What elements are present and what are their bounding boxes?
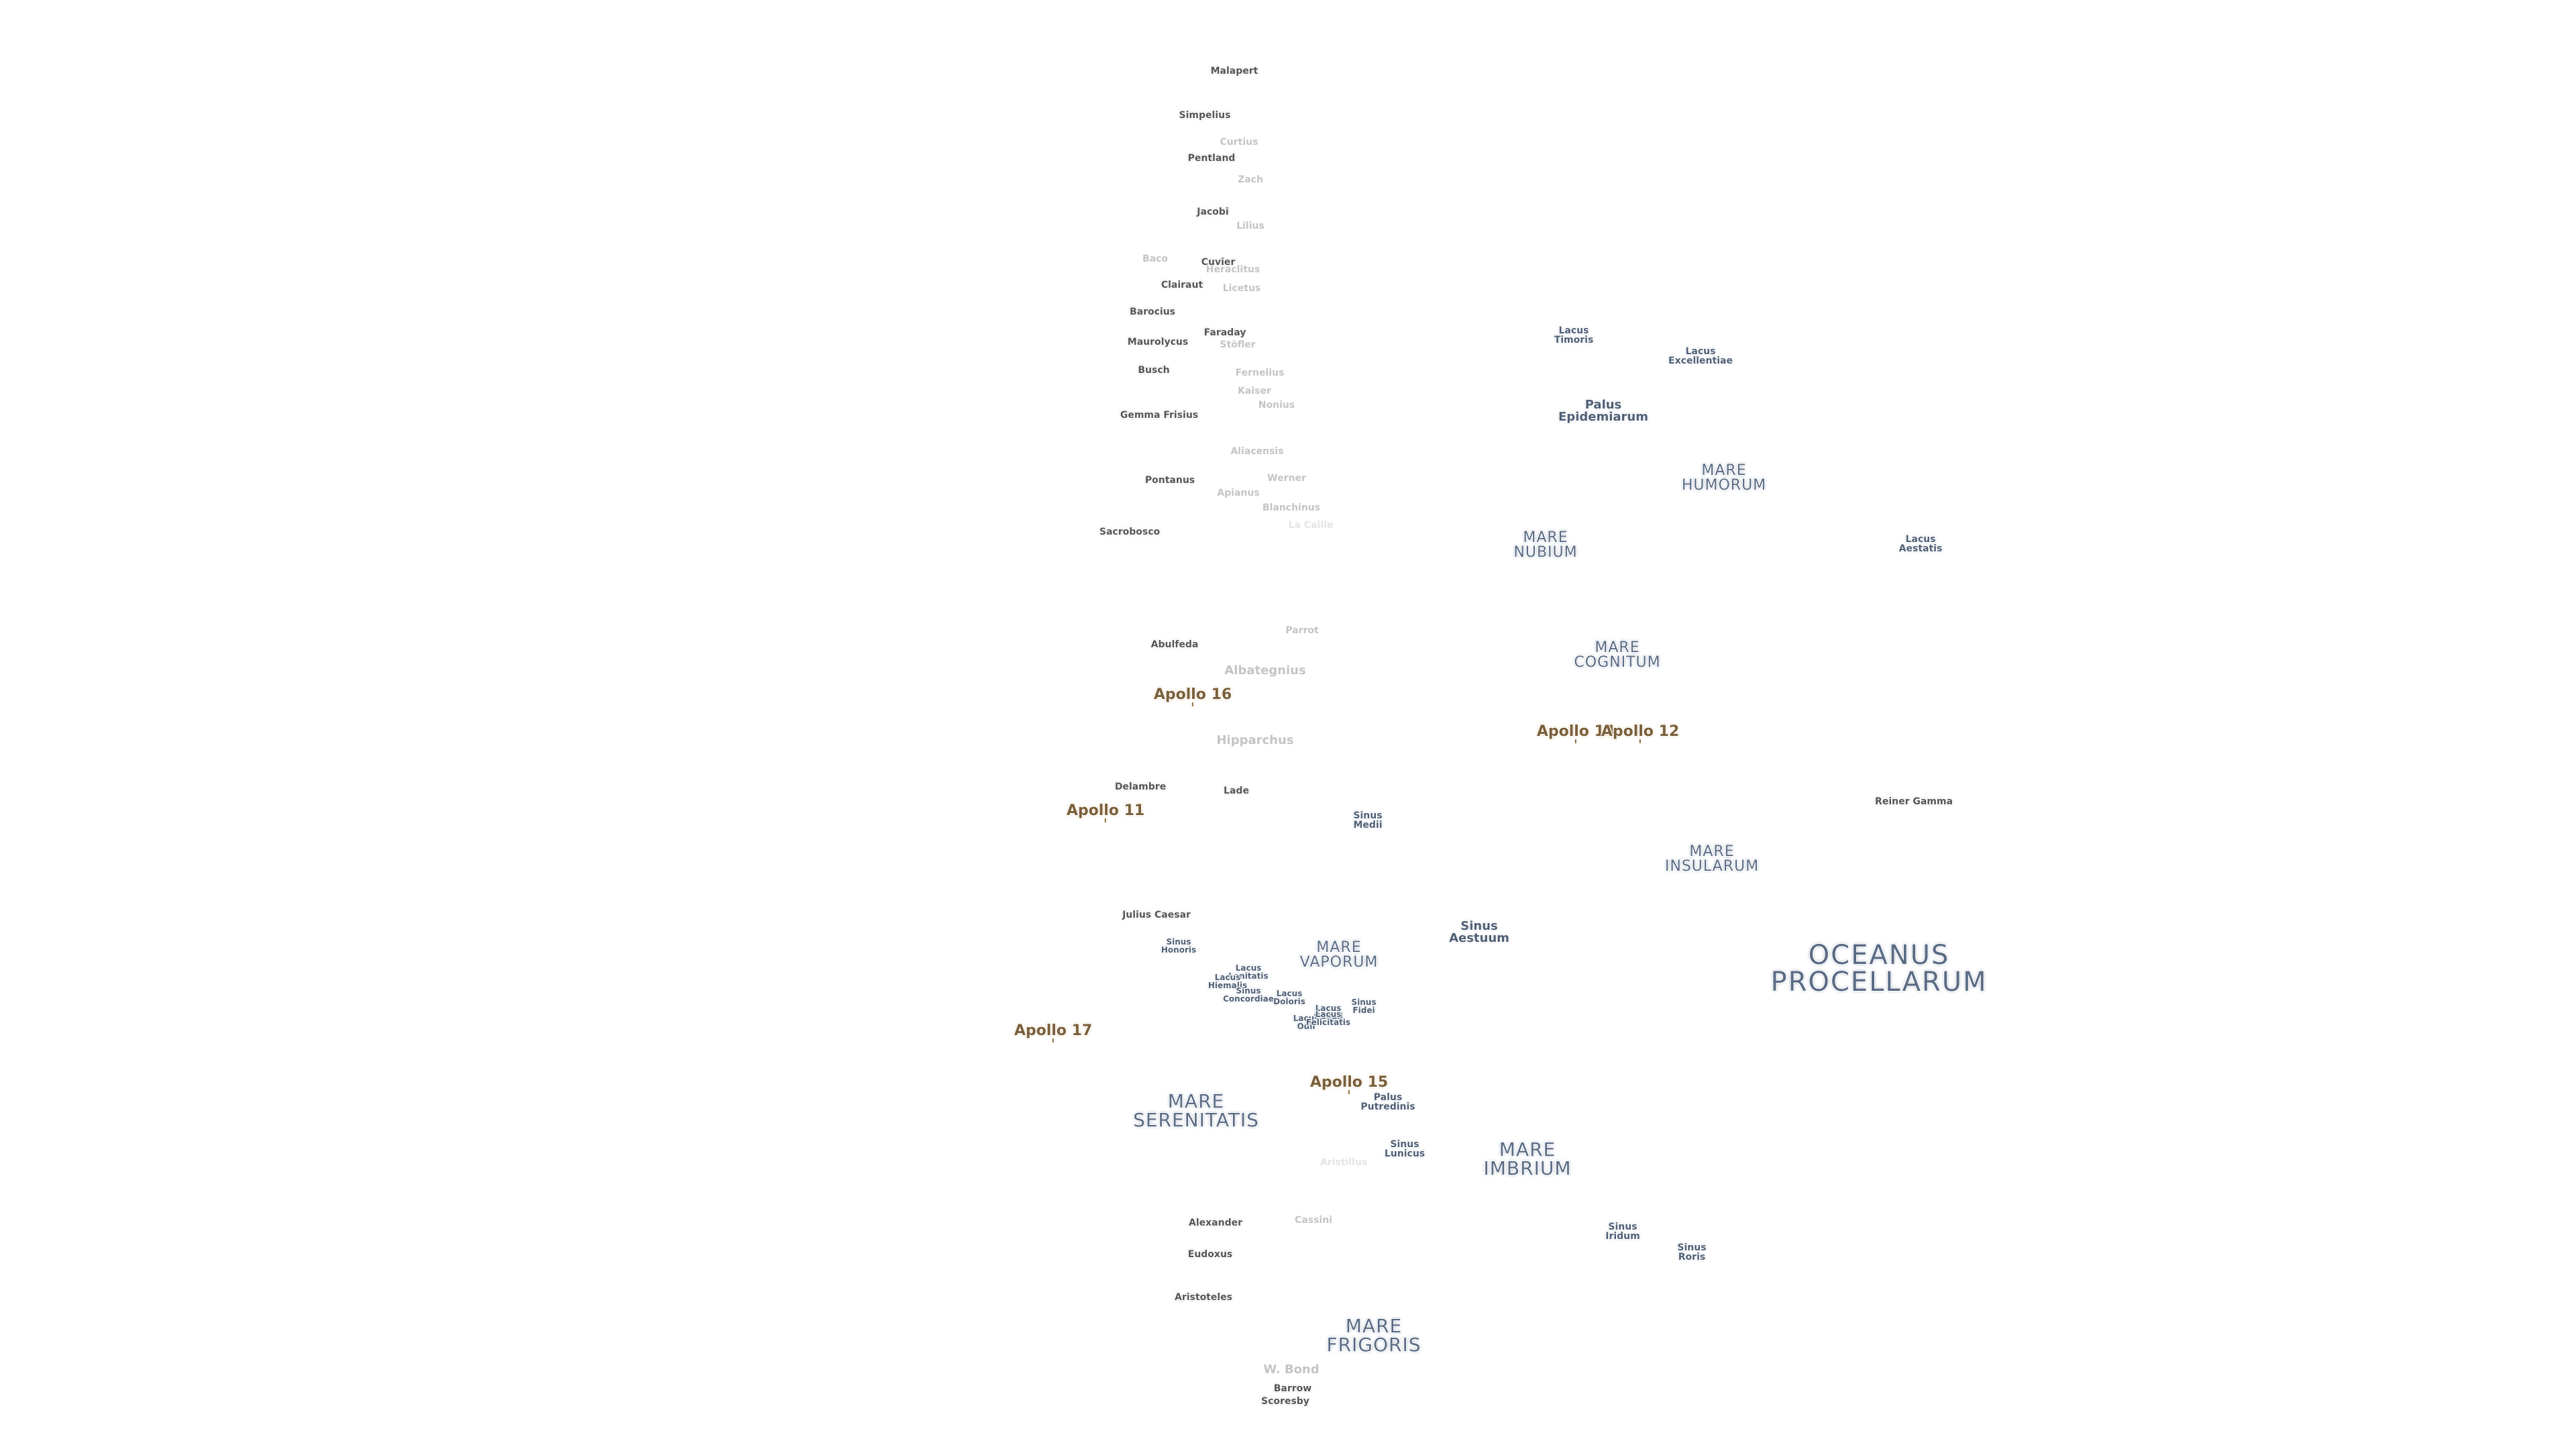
feature-label-palus-epidemiarum[interactable]: Palus Epidemiarum	[1558, 398, 1648, 424]
apollo-17-marker[interactable]: Apollo 17	[1014, 1022, 1093, 1042]
crater-label-parrot[interactable]: Parrot	[1285, 625, 1319, 636]
crater-label-w-bond[interactable]: W. Bond	[1263, 1362, 1320, 1377]
feature-label-lacus-excellentiae[interactable]: Lacus Excellentiae	[1668, 346, 1733, 366]
crater-label-gemma-frisius[interactable]: Gemma Frisius	[1120, 410, 1199, 421]
feature-label-sinus-fidei[interactable]: Sinus Fidei	[1351, 998, 1377, 1015]
crater-label-licetus[interactable]: Licetus	[1222, 283, 1261, 294]
crater-label-curtius[interactable]: Curtius	[1220, 137, 1258, 148]
crater-label-clairaut[interactable]: Clairaut	[1161, 280, 1203, 290]
crater-label-jacobi[interactable]: Jacobi	[1197, 207, 1229, 217]
mare-label-imbrium[interactable]: MARE IMBRIUM	[1483, 1138, 1572, 1179]
feature-label-lacus-gaudii[interactable]: Lacus Gaudii	[1313, 1004, 1343, 1021]
feature-label-sinus-iridum[interactable]: Sinus Iridum	[1605, 1222, 1640, 1242]
crater-label-abulfeda[interactable]: Abulfeda	[1150, 639, 1199, 650]
crater-label-aliacensis[interactable]: Aliacensis	[1230, 446, 1284, 457]
crater-label-reiner-gamma[interactable]: Reiner Gamma	[1875, 796, 1953, 807]
crater-label-eudoxus[interactable]: Eudoxus	[1187, 1249, 1233, 1260]
crater-label-malapert[interactable]: Malapert	[1210, 66, 1258, 76]
feature-label-sinus-aestuum[interactable]: Sinus Aestuum	[1449, 919, 1509, 945]
mare-label-frigoris[interactable]: MARE FRIGORIS	[1326, 1315, 1421, 1356]
mare-label-insularum[interactable]: MARE INSULARUM	[1664, 843, 1760, 875]
feature-label-palus-putredinis[interactable]: Palus Putredinis	[1360, 1092, 1415, 1112]
apollo-11-marker[interactable]: Apollo 11	[1066, 802, 1145, 822]
crater-label-sacrobosco[interactable]: Sacrobosco	[1099, 527, 1161, 537]
crater-label-kaiser[interactable]: Kaiser	[1238, 386, 1271, 396]
mare-label-cognitum[interactable]: MARE COGNITUM	[1574, 639, 1661, 671]
crater-label-lilius[interactable]: Lilius	[1236, 221, 1265, 231]
crater-label-fernelius[interactable]: Fernelius	[1235, 368, 1285, 378]
feature-label-lacus-felicitatis[interactable]: Lacus Felicitatis	[1305, 1010, 1351, 1027]
mare-label-humorum[interactable]: MARE HUMORUM	[1681, 462, 1767, 494]
apollo-14-marker[interactable]: Apollo 14	[1536, 723, 1615, 743]
crater-label-cuvier[interactable]: Cuvier	[1201, 257, 1236, 268]
crater-label-stofler[interactable]: Stöfler	[1220, 339, 1256, 350]
crater-label-julius-caesar[interactable]: Julius Caesar	[1122, 910, 1191, 920]
crater-label-nonius[interactable]: Nonius	[1258, 400, 1295, 411]
mare-label-vaporum[interactable]: MARE VAPORUM	[1299, 939, 1379, 971]
mare-label-nubium[interactable]: MARE NUBIUM	[1513, 529, 1578, 561]
crater-label-werner[interactable]: Werner	[1267, 473, 1306, 484]
feature-label-lacus-aestatis[interactable]: Lacus Aestatis	[1898, 534, 1943, 554]
crater-label-apianus[interactable]: Apianus	[1217, 488, 1260, 498]
feature-label-lacus-doloris[interactable]: Lacus Doloris	[1273, 989, 1305, 1006]
feature-label-lacus-lenitatis[interactable]: Lacus Lenitatis	[1228, 963, 1269, 981]
crater-label-barocius[interactable]: Barocius	[1129, 307, 1176, 317]
crater-label-baco[interactable]: Baco	[1142, 254, 1169, 264]
apollo-15-marker[interactable]: Apollo 15	[1309, 1074, 1389, 1094]
crater-label-scoresby[interactable]: Scoresby	[1261, 1396, 1309, 1407]
feature-label-lacus-hiemalis[interactable]: Lacus Hiemalis	[1208, 973, 1248, 990]
apollo-16-marker[interactable]: Apollo 16	[1153, 686, 1232, 706]
crater-label-faraday[interactable]: Faraday	[1203, 327, 1246, 338]
feature-label-sinus-honoris[interactable]: Sinus Honoris	[1161, 937, 1197, 955]
feature-label-sinus-concordiae[interactable]: Sinus Concordiae	[1223, 986, 1274, 1004]
feature-label-sinus-roris[interactable]: Sinus Roris	[1677, 1242, 1707, 1263]
crater-label-cassini[interactable]: Cassini	[1295, 1215, 1332, 1226]
crater-label-lade[interactable]: Lade	[1224, 786, 1249, 796]
crater-label-zach[interactable]: Zach	[1238, 174, 1263, 185]
mare-label-serenitatis[interactable]: MARE SERENITATIS	[1133, 1090, 1259, 1131]
crater-label-alexander[interactable]: Alexander	[1189, 1218, 1242, 1228]
feature-label-sinus-lunicus[interactable]: Sinus Lunicus	[1384, 1139, 1426, 1159]
crater-label-barrow[interactable]: Barrow	[1273, 1383, 1312, 1394]
crater-label-albategnius[interactable]: Albategnius	[1224, 663, 1306, 678]
mare-label-oceanus-procellarum[interactable]: OCEANUS PROCELLARUM	[1770, 940, 1988, 998]
feature-label-lacus-odii[interactable]: Lacus Odii	[1293, 1014, 1320, 1031]
crater-label-simpelius[interactable]: Simpelius	[1179, 110, 1231, 121]
crater-label-pontanus[interactable]: Pontanus	[1144, 475, 1195, 486]
crater-label-aristillus[interactable]: Aristillus	[1320, 1157, 1368, 1168]
crater-label-la-caille[interactable]: La Caille	[1288, 520, 1334, 531]
crater-label-hipparchus[interactable]: Hipparchus	[1216, 733, 1294, 747]
crater-label-blanchinus[interactable]: Blanchinus	[1262, 502, 1321, 513]
crater-label-busch[interactable]: Busch	[1138, 365, 1170, 376]
crater-label-delambre[interactable]: Delambre	[1114, 782, 1167, 792]
feature-label-lacus-timoris[interactable]: Lacus Timoris	[1554, 325, 1594, 345]
crater-label-pentland[interactable]: Pentland	[1187, 153, 1236, 164]
apollo-12-marker[interactable]: Apollo 12	[1601, 723, 1680, 743]
crater-label-heraclitus[interactable]: Heraclitus	[1205, 264, 1260, 275]
crater-label-aristoteles[interactable]: Aristoteles	[1175, 1292, 1232, 1303]
crater-label-maurolycus[interactable]: Maurolycus	[1127, 337, 1189, 347]
feature-label-sinus-medii[interactable]: Sinus Medii	[1353, 810, 1383, 830]
